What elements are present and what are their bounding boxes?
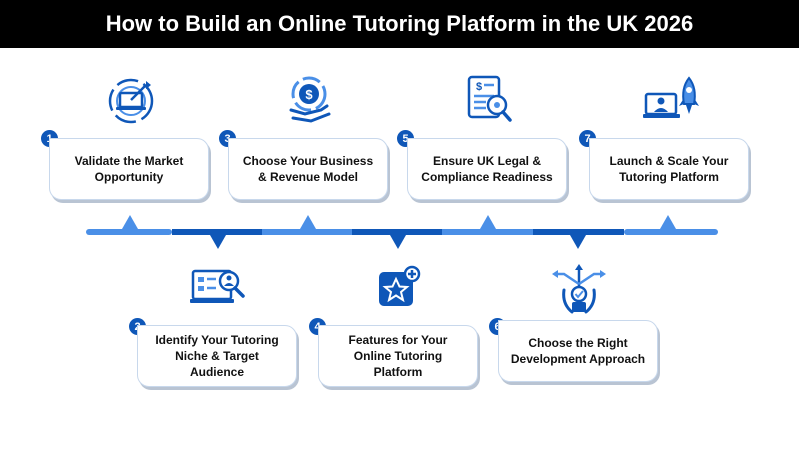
timeline-segment [533,229,624,235]
step-2-card: Identify Your Tutoring Niche & Target Au… [137,325,297,387]
timeline-pointer-down [390,235,406,249]
step-7-card: Launch & Scale Your Tutoring Platform [589,138,749,200]
svg-text:$: $ [476,81,482,93]
timeline-segment [352,229,442,235]
timeline-segment [624,229,718,235]
step-3-card: Choose Your Business & Revenue Model [228,138,388,200]
timeline-pointer-up [300,215,316,229]
timeline-segment [172,229,262,235]
star-plus-icon [379,265,421,306]
dollar-hand-icon: $ [289,76,331,123]
timeline-pointer-down [210,235,226,249]
timeline-segment [262,229,352,235]
rocket-laptop-icon [643,76,699,118]
step-6-card: Choose the Right Development Approach [498,320,658,382]
step-5-card: Ensure UK Legal & Compliance Readiness [407,138,567,200]
svg-text:$: $ [305,87,313,102]
step-4-card: Features for Your Online Tutoring Platfo… [318,325,478,387]
page-title: How to Build an Online Tutoring Platform… [0,0,799,48]
timeline-segment [86,229,172,235]
step-1-card: Validate the Market Opportunity [49,138,209,200]
target-laptop-icon [108,78,154,124]
audience-search-icon [190,269,245,303]
timeline-segment [442,229,533,235]
timeline-pointer-up [480,215,496,229]
document-search-icon: $ [467,75,512,122]
decision-arrows-icon [552,264,606,314]
timeline-pointer-up [122,215,138,229]
timeline-pointer-up [660,215,676,229]
timeline-pointer-down [570,235,586,249]
